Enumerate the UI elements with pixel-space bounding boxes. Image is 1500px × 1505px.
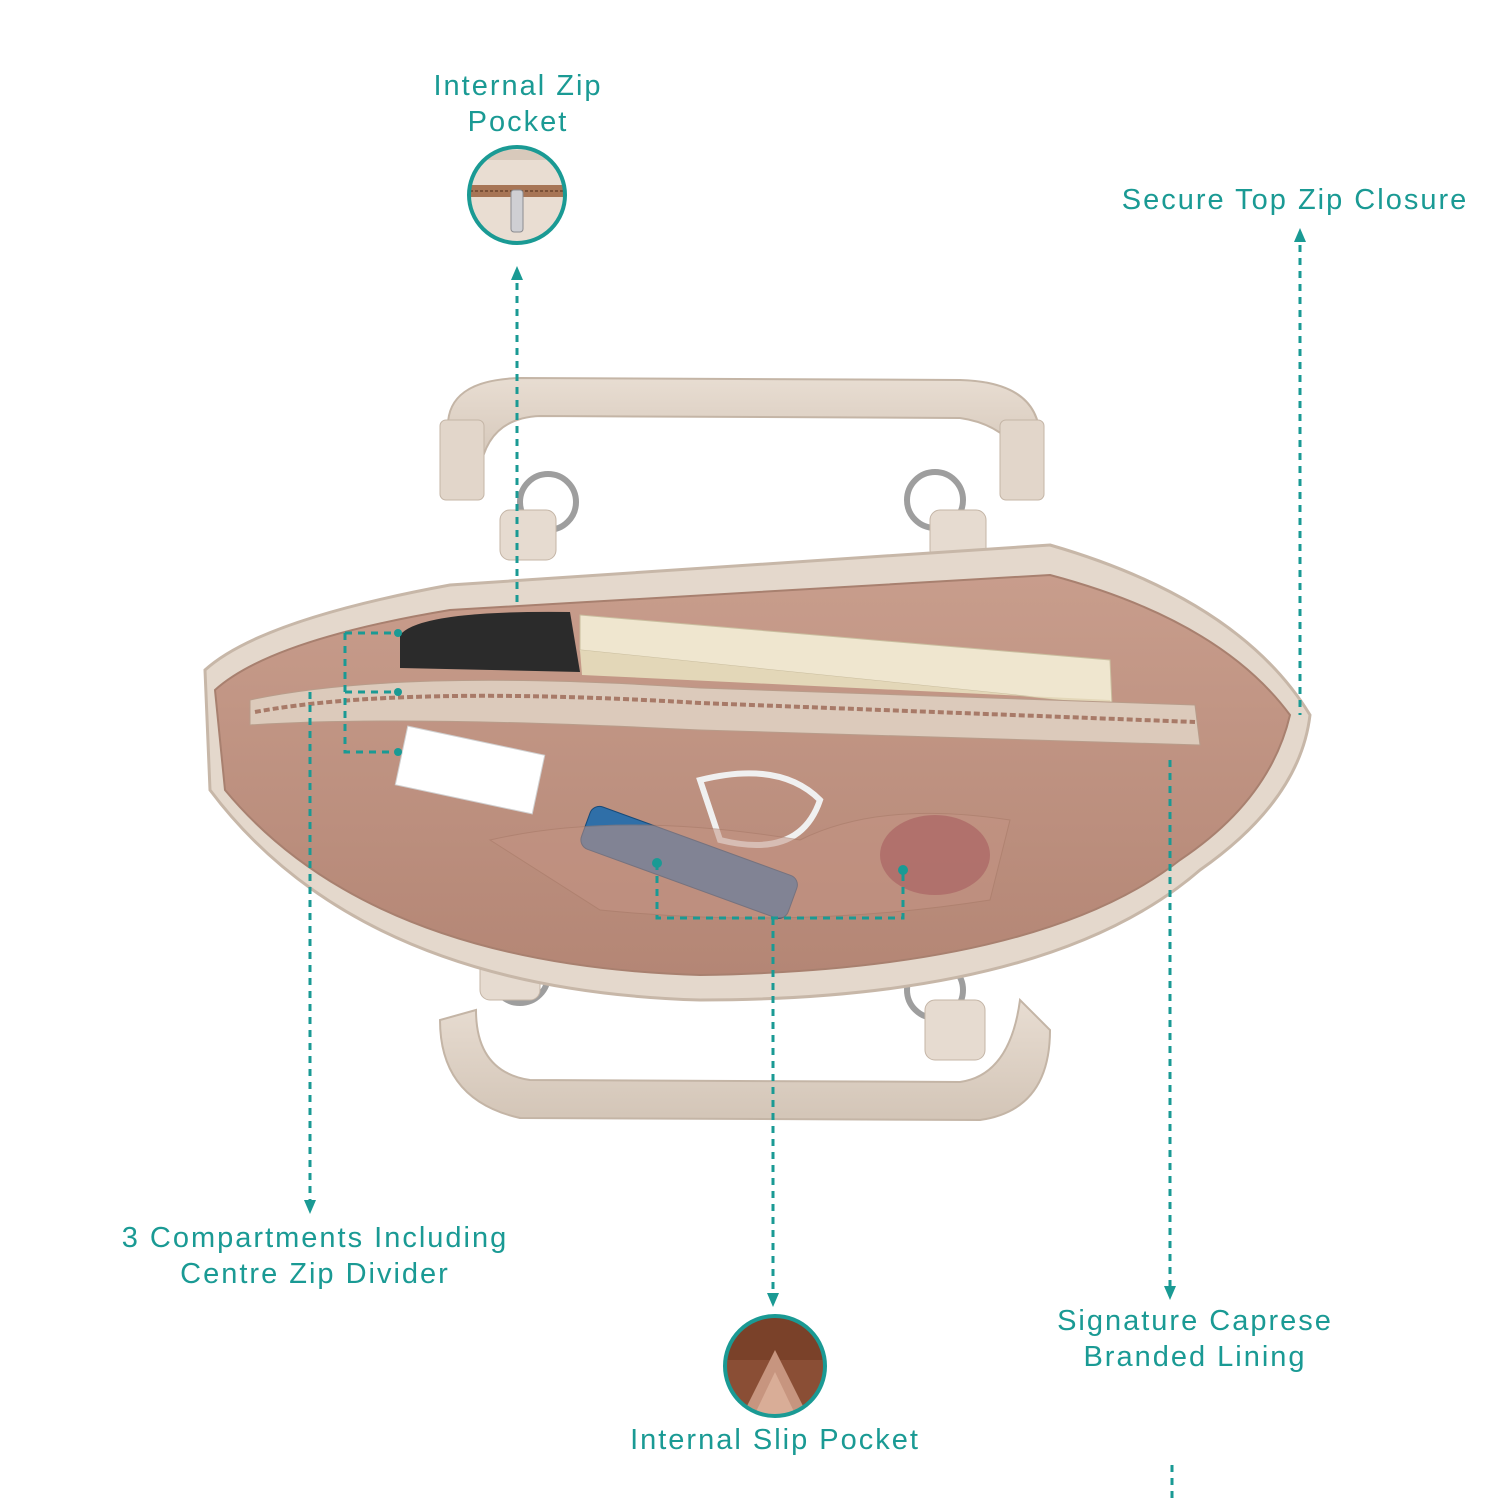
bag-body (203, 543, 1312, 1002)
label-line: 3 Compartments Including (121, 1222, 509, 1254)
zipper-pull-icon (467, 145, 567, 245)
callout-arrows (304, 228, 1306, 1307)
internal-slip-pocket-label: Internal Slip Pocket (615, 1422, 935, 1458)
callout-lines (308, 232, 1302, 1500)
label-line: Internal Slip Pocket (630, 1424, 920, 1456)
label-line: Signature Caprese (1057, 1305, 1333, 1337)
label-line: Internal Zip (433, 70, 603, 102)
three-compartments-label: 3 Compartments Including Centre Zip Divi… (100, 1220, 530, 1292)
label-line: Centre Zip Divider (180, 1258, 450, 1290)
secure-top-zip-closure-label: Secure Top Zip Closure (1110, 182, 1480, 218)
label-line: Pocket (467, 106, 569, 138)
top-handle-strap (439, 376, 1045, 561)
internal-zip-pocket-label: Internal Zip Pocket (418, 68, 618, 140)
label-line: Secure Top Zip Closure (1121, 184, 1469, 216)
signature-lining-label: Signature Caprese Branded Lining (1040, 1303, 1350, 1375)
slip-pocket-icon (723, 1314, 827, 1418)
label-line: Branded Lining (1083, 1341, 1307, 1373)
